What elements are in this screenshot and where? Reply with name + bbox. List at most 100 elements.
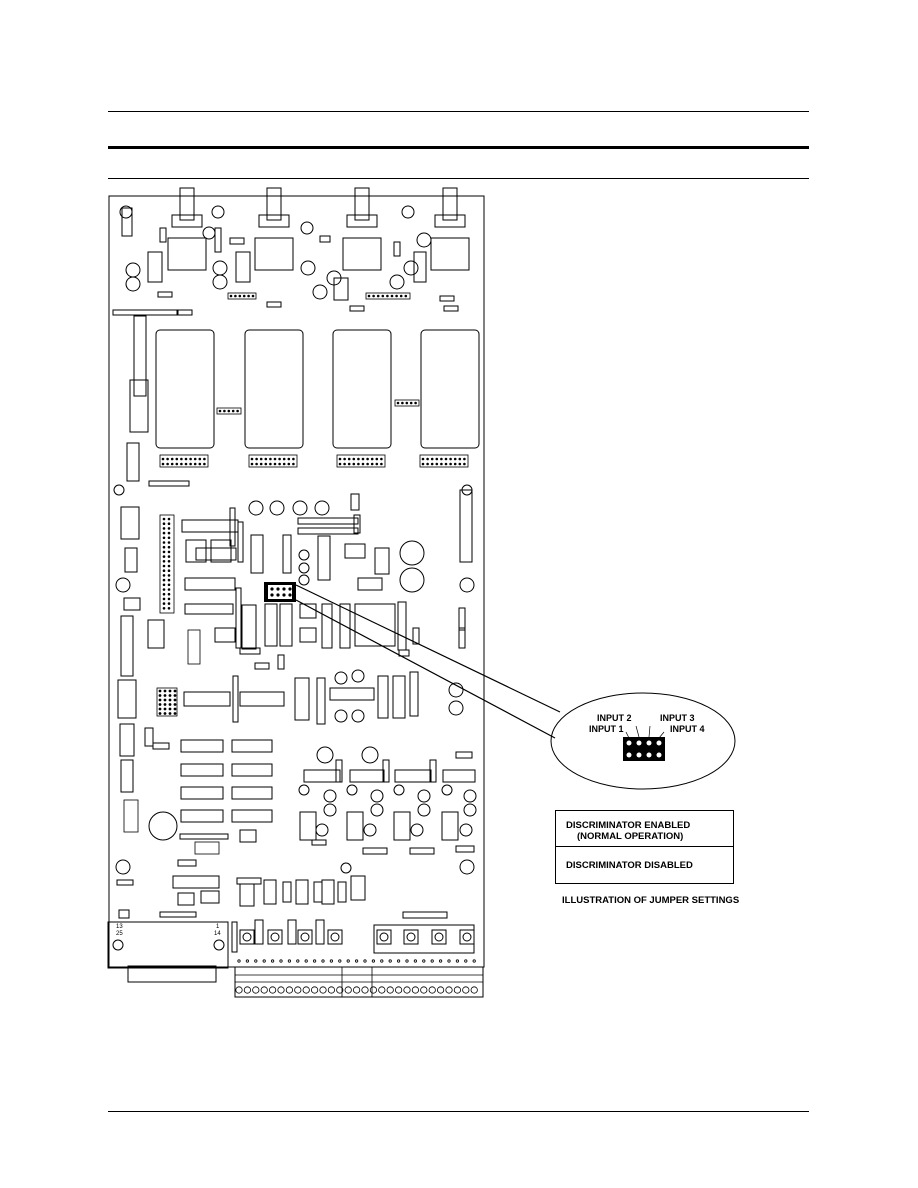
header-pin: [370, 462, 374, 466]
header-pin: [193, 457, 197, 461]
header-pin: [193, 462, 197, 466]
header-pin: [231, 409, 235, 413]
lower-ics: [144, 671, 419, 843]
terminal-screw: [453, 986, 461, 994]
bottom-components: [116, 859, 448, 953]
terminal-pad: [405, 959, 409, 963]
terminal-pad: [464, 959, 468, 963]
callout-label-input-4: INPUT 4: [670, 724, 705, 734]
header-pin: [158, 698, 162, 702]
header-pin: [357, 462, 360, 466]
callout-label-input-1: INPUT 1: [589, 724, 624, 734]
header-pin: [162, 564, 166, 568]
header-pin: [167, 536, 171, 540]
terminal-pad: [287, 959, 291, 963]
header-pin: [352, 457, 356, 461]
header-pin: [198, 457, 202, 461]
header-pin: [163, 689, 167, 693]
top-capacitors: [125, 221, 432, 300]
header-pin: [167, 592, 171, 596]
header-pin: [287, 457, 291, 461]
header-pin: [167, 602, 171, 605]
header-pin: [198, 462, 202, 466]
header-pin: [162, 607, 166, 610]
terminal-pad: [262, 959, 266, 963]
terminal-pad: [245, 959, 249, 963]
terminal-screw: [268, 986, 277, 994]
header-pin: [167, 531, 171, 535]
terminal-screw: [294, 986, 302, 994]
terminal-pots: [239, 924, 475, 954]
header-pin: [426, 457, 429, 461]
header-pin: [292, 462, 295, 466]
terminal-pad: [354, 959, 359, 963]
legend-enabled-line1: DISCRIMINATOR ENABLED: [566, 820, 691, 831]
header-pin: [367, 294, 371, 298]
legend-divider: [556, 846, 733, 847]
header-pin: [259, 457, 263, 461]
header-pin: [366, 457, 369, 461]
terminal-screw: [260, 986, 268, 994]
top-resistors: [121, 207, 459, 316]
connector-pin-14: 14: [214, 931, 221, 937]
header-pin: [167, 569, 171, 572]
header-pin: [167, 560, 171, 563]
terminal-screw: [378, 986, 386, 994]
terminal-pad: [346, 959, 350, 963]
header-pin: [347, 462, 351, 466]
header-pin: [162, 550, 166, 554]
header-pin: [453, 462, 457, 466]
header-pin: [162, 527, 166, 530]
header-pin: [251, 294, 255, 298]
header-pin: [203, 462, 206, 466]
header-pin: [458, 462, 462, 466]
terminal-pad: [422, 959, 426, 963]
terminal-screw: [420, 986, 428, 994]
header-pin: [292, 457, 295, 461]
terminal-pad: [396, 959, 401, 963]
header-pin: [234, 294, 237, 298]
header-pin: [167, 555, 171, 558]
header-pin: [444, 462, 448, 466]
terminal-screw: [252, 986, 260, 994]
header-rule-bottom: [108, 178, 809, 179]
header-pin: [269, 457, 272, 461]
header-pin: [453, 457, 457, 461]
header-pin: [287, 462, 291, 466]
header-pin: [173, 703, 177, 706]
header-pin: [338, 462, 342, 466]
header-pin: [347, 457, 351, 461]
header-pin: [167, 550, 171, 554]
jumper-callout-ellipse: [550, 692, 736, 790]
header-pin: [189, 462, 192, 466]
header-pin: [162, 597, 166, 601]
header-pin: [227, 409, 231, 413]
terminal-screw: [403, 986, 411, 994]
terminal-pad: [430, 959, 434, 963]
header-pin: [162, 578, 166, 582]
header-pin: [396, 401, 400, 405]
header-pin: [180, 457, 183, 461]
header-pin: [426, 462, 429, 466]
header-pin: [161, 457, 165, 461]
terminal-pad: [329, 959, 333, 963]
header-pin: [168, 712, 172, 715]
terminal-screws: [235, 959, 478, 994]
header-pin: [162, 555, 166, 558]
header-pin: [203, 457, 206, 461]
header-pin: [255, 457, 258, 461]
terminal-pad: [447, 959, 451, 963]
header-pin: [162, 522, 166, 525]
header-pin: [338, 457, 342, 461]
terminal-screw: [411, 986, 419, 994]
header-pin: [162, 574, 166, 577]
header-pin: [162, 602, 166, 605]
header-pin: [435, 457, 439, 461]
terminal-pad: [363, 959, 367, 963]
terminal-screw: [369, 986, 377, 994]
header-pin: [370, 457, 374, 461]
header-pin: [168, 703, 172, 706]
terminal-pad: [237, 959, 241, 963]
callout-jumper-block: [623, 725, 665, 761]
